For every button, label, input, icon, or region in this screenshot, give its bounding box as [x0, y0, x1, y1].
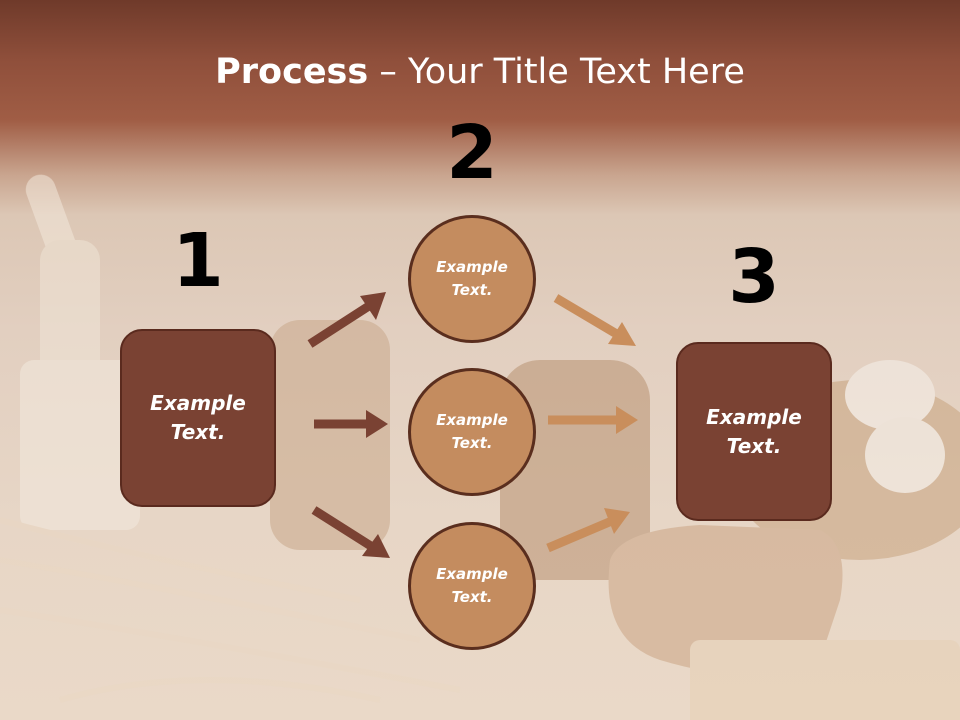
step-number-3: 3 [728, 234, 780, 320]
process-circle-top: Example Text. [408, 215, 536, 343]
step-box-3: Example Text. [676, 342, 832, 521]
arrow-box1-to-circle-bottom [311, 506, 390, 558]
step-box-1-text: Example Text. [150, 391, 246, 444]
title-rest: – Your Title Text Here [368, 52, 745, 92]
process-circle-middle: Example Text. [408, 368, 536, 496]
arrow-circle-bottom-to-box3 [546, 508, 630, 553]
step-number-1: 1 [172, 218, 224, 304]
step-number-2: 2 [446, 110, 498, 196]
circle-middle-text: Example Text. [436, 411, 508, 452]
step-box-3-text: Example Text. [706, 404, 802, 458]
arrow-circle-top-to-box3 [553, 294, 636, 346]
step-box-1: Example Text. [120, 329, 276, 507]
process-circle-bottom: Example Text. [408, 522, 536, 650]
circle-bottom-text: Example Text. [436, 565, 508, 606]
title-bold: Process [215, 52, 369, 92]
arrow-box1-to-circle-middle [314, 410, 388, 438]
slide-title: Process – Your Title Text Here [0, 52, 960, 92]
circle-top-text: Example Text. [436, 258, 508, 299]
arrow-box1-to-circle-top [307, 292, 386, 348]
arrow-circle-middle-to-box3 [548, 406, 638, 434]
